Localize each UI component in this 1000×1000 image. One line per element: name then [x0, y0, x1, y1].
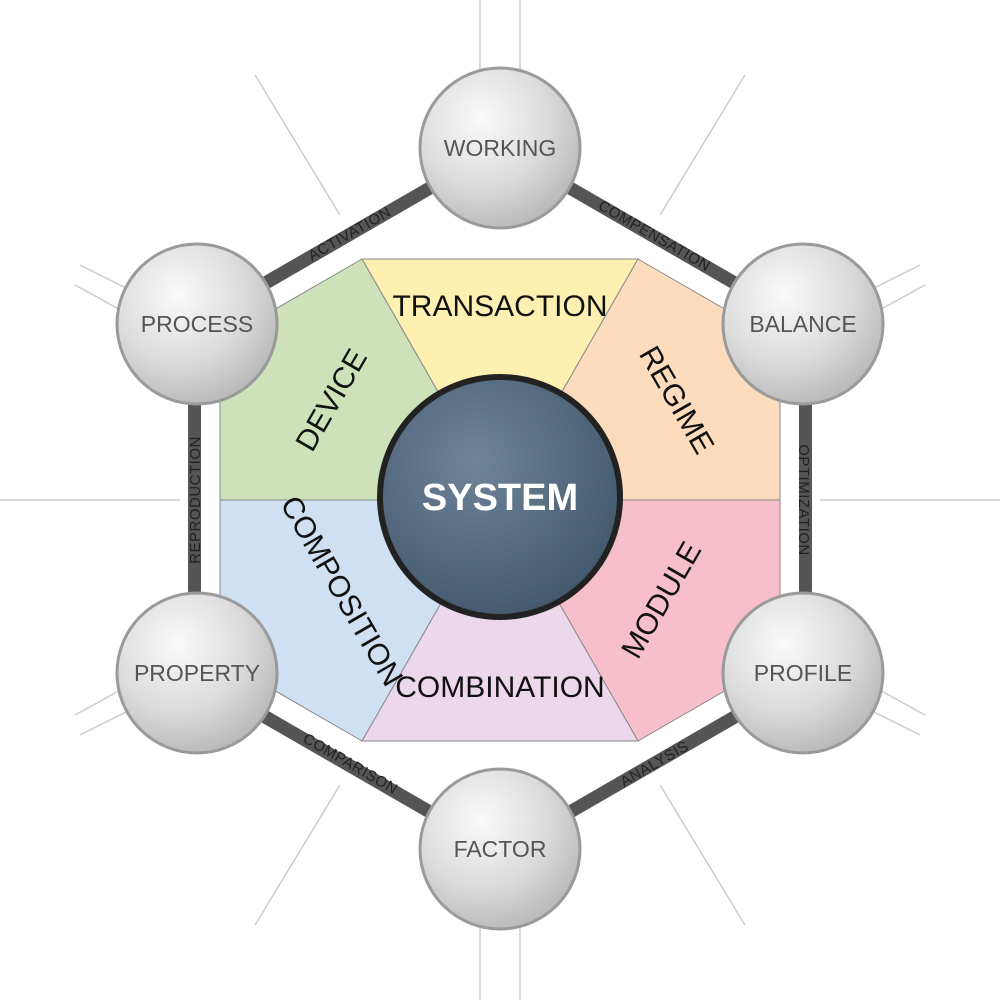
node-property: PROPERTY	[115, 591, 279, 755]
node-label-profile: PROFILE	[754, 660, 852, 686]
segment-label-combination: COMBINATION	[395, 671, 604, 704]
center-hub-circle	[377, 374, 623, 620]
segment-label-transaction: TRANSACTION	[392, 290, 607, 323]
node-factor: FACTOR	[418, 767, 582, 931]
nodes-group: WORKING BALANCE PROFILE FACTOR PROPERTY …	[115, 66, 885, 931]
node-balance: BALANCE	[721, 242, 885, 406]
edge-label-reproduction: REPRODUCTION	[187, 436, 204, 564]
node-label-factor: FACTOR	[454, 836, 547, 862]
node-process: PROCESS	[115, 242, 279, 406]
node-label-working: WORKING	[444, 135, 556, 161]
node-profile: PROFILE	[721, 591, 885, 755]
node-label-process: PROCESS	[141, 311, 253, 337]
center-hub: SYSTEM	[377, 374, 623, 620]
node-label-balance: BALANCE	[749, 311, 856, 337]
node-label-property: PROPERTY	[134, 660, 260, 686]
node-working: WORKING	[418, 66, 582, 230]
center-label: SYSTEM	[422, 477, 578, 519]
edge-label-optimization: OPTIMIZATION	[795, 444, 812, 556]
